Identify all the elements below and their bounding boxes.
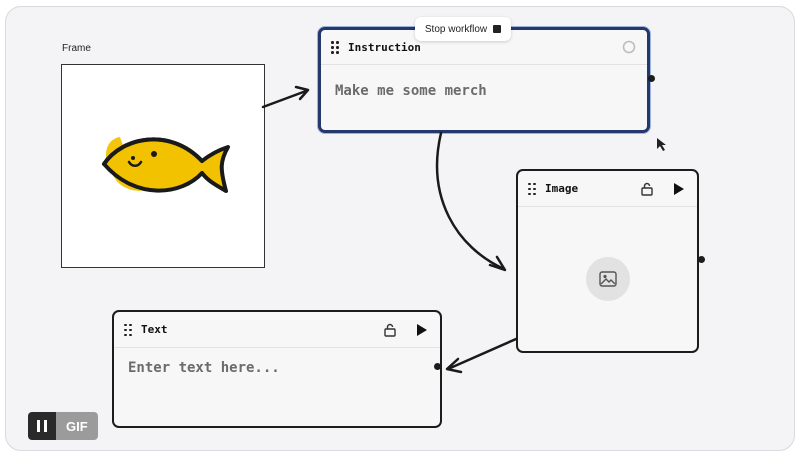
drag-handle-icon[interactable] — [124, 323, 132, 336]
text-node-title: Text — [141, 323, 168, 336]
pause-icon[interactable] — [28, 412, 56, 440]
image-node-title: Image — [545, 182, 579, 195]
mouse-cursor-icon — [657, 138, 666, 151]
text-output-handle[interactable] — [434, 363, 441, 370]
frame-label: Frame — [62, 43, 91, 54]
instruction-node-header: Instruction — [321, 30, 647, 65]
stop-workflow-label: Stop workflow — [424, 23, 488, 35]
workflow-canvas[interactable]: Frame Text Enter text here... — [5, 6, 795, 451]
image-output-handle[interactable] — [698, 256, 705, 263]
run-play-icon[interactable] — [414, 322, 430, 338]
arrowhead-icon — [488, 255, 507, 272]
drag-handle-icon[interactable] — [331, 41, 339, 54]
text-node[interactable]: Text Enter text here... — [112, 310, 442, 428]
stop-icon — [493, 25, 502, 33]
frame-to-instruction-arrow — [261, 89, 308, 109]
text-input[interactable]: Enter text here... — [128, 360, 280, 376]
lock-icon[interactable] — [382, 322, 398, 338]
run-play-icon[interactable] — [671, 181, 687, 197]
arrowhead-icon — [294, 85, 310, 101]
loading-spinner-icon — [621, 39, 637, 55]
stop-workflow-button[interactable]: Stop workflow — [415, 17, 511, 41]
frame-node[interactable] — [61, 64, 265, 268]
arrowhead-icon — [445, 357, 463, 374]
lock-icon[interactable] — [639, 181, 655, 197]
instruction-node-title: Instruction — [348, 40, 421, 54]
instruction-output-handle[interactable] — [648, 75, 655, 82]
image-node[interactable]: Image — [516, 169, 699, 353]
connection-arrows — [261, 85, 666, 374]
gif-badge-label: GIF — [56, 412, 98, 440]
fish-drawing — [102, 137, 230, 193]
drag-handle-icon[interactable] — [528, 182, 536, 195]
image-node-header: Image — [518, 171, 697, 207]
image-to-text-arrow — [446, 337, 518, 371]
gif-player-controls: GIF — [28, 412, 98, 440]
text-node-header: Text — [114, 312, 440, 348]
image-placeholder-icon — [586, 257, 630, 301]
instruction-node[interactable]: Instruction Make me some merch — [318, 27, 650, 133]
instruction-to-image-arrow — [435, 131, 506, 271]
instruction-input[interactable]: Make me some merch — [335, 83, 487, 99]
